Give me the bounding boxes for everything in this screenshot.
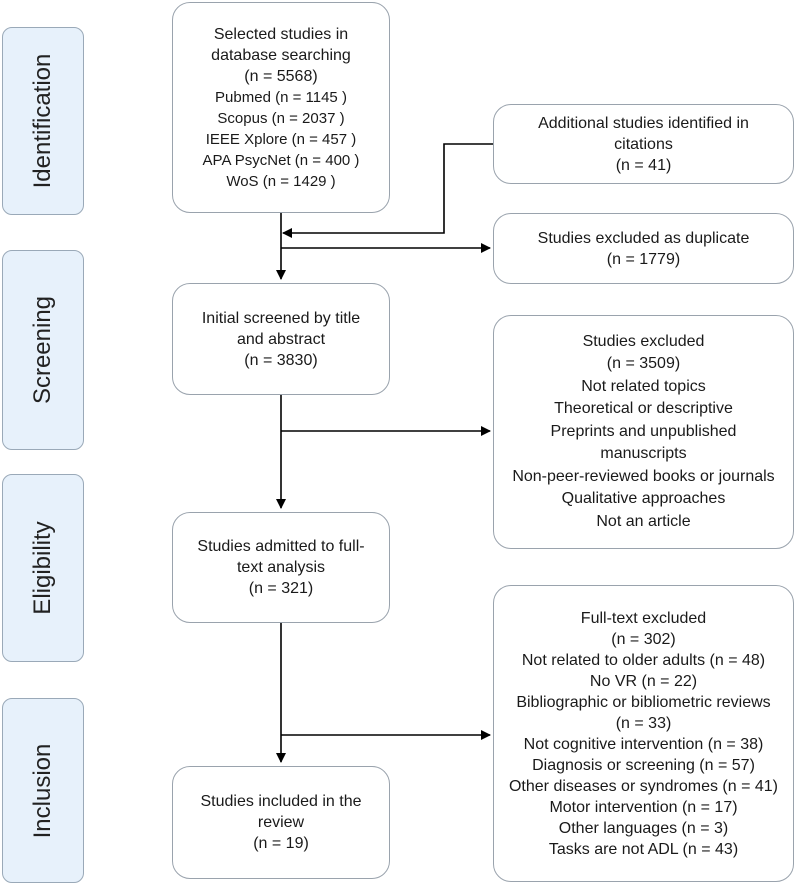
box-line: Studies included in the [200, 793, 362, 810]
box-line: (n = 33) [615, 714, 672, 732]
phase-inclusion: Inclusion [2, 698, 84, 883]
source-pubmed: Pubmed (n = 1145 ) [215, 88, 347, 106]
box-line: Not related topics [581, 377, 706, 395]
box-line: Theoretical or descriptive [554, 400, 733, 418]
duplicates-box: Studies excluded as duplicate (n = 1779) [493, 213, 794, 284]
phase-eligibility: Eligibility [2, 474, 84, 662]
citations-box: Additional studies identified in citatio… [493, 104, 794, 184]
arrow-citations-merge [282, 143, 493, 238]
source-wos: WoS (n = 1429 ) [226, 172, 336, 190]
box-line: No VR (n = 22) [589, 672, 698, 690]
box-line: review [257, 814, 305, 831]
box-line: text analysis [236, 559, 326, 576]
box-line: (n = 321) [248, 580, 314, 597]
box-line: Qualitative approaches [561, 490, 726, 508]
box-line: Studies excluded [582, 332, 705, 350]
studies-included-box: Studies included in the review (n = 19) [172, 766, 390, 879]
box-line: Not cognitive intervention (n = 38) [523, 735, 764, 753]
box-line: Preprints and unpublished [550, 422, 737, 440]
box-line: Initial screened by title [201, 309, 361, 327]
box-line: manuscripts [600, 445, 687, 463]
box-line: citations [614, 135, 673, 153]
phase-screening: Screening [2, 250, 84, 450]
box-line: (n = 5568) [244, 67, 318, 85]
box-line: and abstract [236, 330, 326, 348]
box-line: (n = 302) [611, 630, 676, 648]
box-line: Full-text excluded [580, 609, 707, 627]
box-line: Selected studies in [213, 25, 349, 43]
box-line: (n = 3509) [606, 355, 681, 373]
fulltext-excluded-box: Full-text excluded (n = 302) Not related… [493, 585, 794, 882]
box-line: Not related to older adults (n = 48) [521, 651, 766, 669]
box-line: Tasks are not ADL (n = 43) [548, 840, 739, 858]
box-line: Other languages (n = 3) [558, 819, 729, 837]
database-search-box: Selected studies in database searching (… [172, 2, 390, 213]
studies-excluded-box: Studies excluded (n = 3509) Not related … [493, 315, 794, 549]
box-line: Not an article [596, 512, 691, 530]
fulltext-analysis-box: Studies admitted to full- text analysis … [172, 512, 390, 623]
box-line: Motor intervention (n = 17) [549, 798, 738, 816]
source-scopus: Scopus (n = 2037 ) [217, 109, 345, 127]
screened-box: Initial screened by title and abstract (… [172, 283, 390, 395]
box-line: Diagnosis or screening (n = 57) [532, 756, 755, 774]
box-line: (n = 1779) [606, 250, 681, 268]
box-line: database searching [211, 46, 351, 64]
box-line: (n = 19) [253, 835, 309, 852]
box-line: Other diseases or syndromes (n = 41) [508, 777, 778, 795]
box-line: (n = 41) [615, 156, 672, 174]
box-line: Studies excluded as duplicate [537, 229, 750, 247]
box-line: Studies admitted to full- [197, 538, 365, 555]
source-apa: APA PsycNet (n = 400 ) [202, 151, 360, 169]
box-line: (n = 3830) [244, 351, 318, 369]
box-line: Non-peer-reviewed books or journals [512, 467, 775, 485]
source-ieee: IEEE Xplore (n = 457 ) [205, 130, 357, 148]
box-line: Bibliographic or bibliometric reviews [516, 693, 771, 711]
phase-identification: Identification [2, 27, 84, 215]
box-line: Additional studies identified in [538, 114, 749, 132]
